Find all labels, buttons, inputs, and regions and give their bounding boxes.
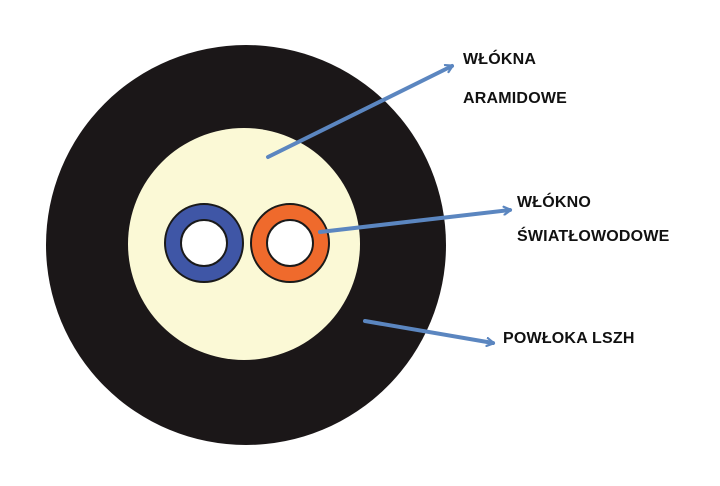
- label-aramid-line1: WŁÓKNA: [463, 51, 537, 68]
- aramid-yarn-layer: [128, 128, 360, 360]
- arrow-aramid: [266, 66, 454, 159]
- label-jacket: POWŁOKA LSZH: [503, 330, 635, 347]
- arrow-fiber: [318, 210, 510, 234]
- label-fiber-line2: ŚWIATŁOWODOWE: [517, 228, 670, 245]
- arrow-jacket: [363, 319, 493, 343]
- fiber-orange: [250, 203, 330, 283]
- fiber-blue: [164, 203, 244, 283]
- label-fiber-line1: WŁÓKNO: [517, 194, 592, 211]
- label-aramid-line2: ARAMIDOWE: [463, 90, 568, 107]
